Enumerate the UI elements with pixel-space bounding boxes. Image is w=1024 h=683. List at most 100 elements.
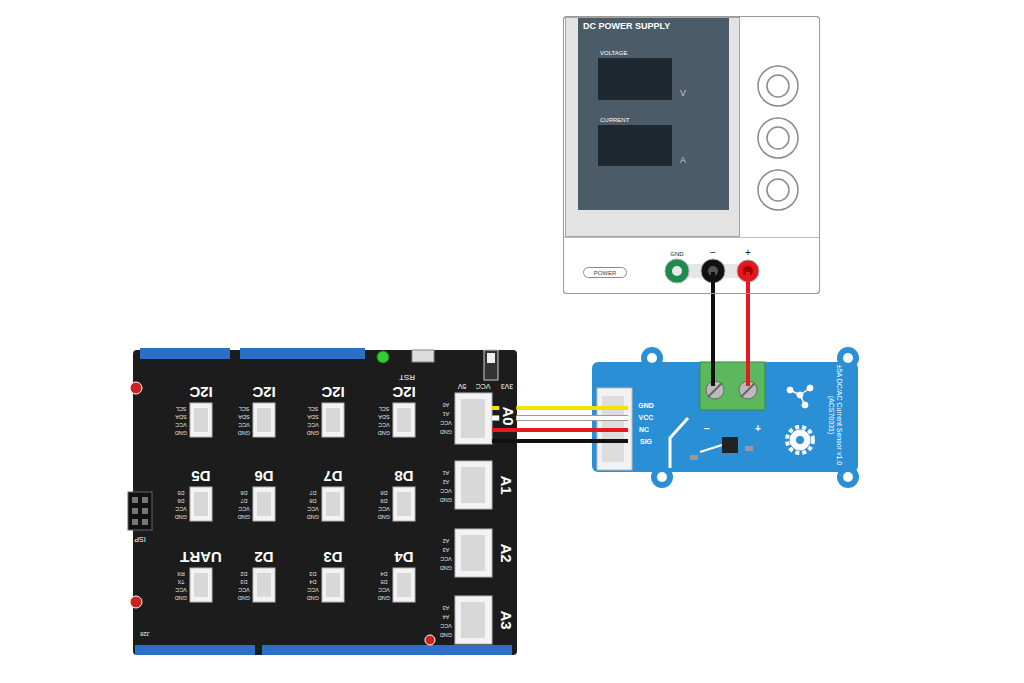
pin-name: VCC bbox=[307, 587, 319, 593]
grove-logo-part bbox=[797, 392, 803, 398]
pin-label: + bbox=[755, 423, 761, 434]
pin-name: VCC bbox=[440, 420, 452, 426]
pin-name: D2 bbox=[240, 571, 247, 577]
power-supply-part bbox=[564, 237, 819, 238]
pin-name: GND bbox=[238, 595, 250, 601]
pin-name: GND bbox=[175, 514, 187, 520]
power-supply-part bbox=[767, 127, 789, 149]
base-shield-part bbox=[425, 635, 435, 645]
pin-name: GND bbox=[378, 430, 390, 436]
voltage-display: VOLTAGEV bbox=[599, 49, 691, 103]
pin-name: SDA bbox=[238, 414, 249, 420]
power-supply bbox=[564, 17, 820, 295]
current-sensor-board-part bbox=[711, 346, 715, 386]
grove-connector-part bbox=[393, 403, 415, 437]
pin-name: VCC bbox=[378, 587, 390, 593]
base-shield bbox=[128, 348, 517, 655]
base-shield-part bbox=[142, 497, 148, 503]
pin-name: A2 bbox=[443, 479, 450, 485]
connector-slot-part bbox=[326, 573, 340, 597]
connector-slot-part bbox=[194, 573, 208, 597]
base-shield-part bbox=[128, 492, 152, 530]
pin-name: GND bbox=[378, 595, 390, 601]
base-shield-part bbox=[140, 348, 230, 359]
port-label: D2 bbox=[254, 549, 273, 566]
power-supply-part bbox=[758, 118, 798, 158]
grove-connector-part bbox=[322, 403, 344, 437]
pin-name: VCC bbox=[238, 506, 250, 512]
grove-connector bbox=[190, 393, 492, 644]
pin-name: VCC bbox=[378, 506, 390, 512]
node-title: ±5A DC/AC Current Sensor v1.0 (ACS70331) bbox=[827, 363, 842, 467]
pin-name: A0 bbox=[443, 402, 450, 408]
pin-name: GND bbox=[307, 430, 319, 436]
grove-connector-part bbox=[253, 403, 275, 437]
current-sensor: ±5A DC/AC Current Sensor v1.0 (ACS70331) bbox=[588, 346, 860, 490]
wire-core bbox=[711, 294, 715, 346]
pin-name: D3 bbox=[309, 571, 316, 577]
connector-slot bbox=[194, 399, 485, 638]
current-sensor-board-part bbox=[647, 353, 657, 363]
pin-name: A1 bbox=[443, 411, 450, 417]
pin-name: TX bbox=[177, 579, 184, 585]
base-shield-part bbox=[133, 350, 517, 655]
pin-name: A1 bbox=[443, 470, 450, 476]
pin-name: SDA bbox=[378, 414, 389, 420]
power-supply-part bbox=[598, 125, 672, 166]
current-sensor-board-part bbox=[670, 418, 688, 468]
port-label: D3 bbox=[323, 549, 342, 566]
port-label: I2C bbox=[252, 384, 275, 401]
connector-slot-part bbox=[461, 467, 485, 503]
connector-slot-part bbox=[194, 492, 208, 516]
wire bbox=[713, 294, 714, 346]
base-shield-part bbox=[142, 508, 148, 514]
pin-name: A4 bbox=[443, 614, 450, 620]
current-sensor-board-part bbox=[588, 439, 628, 443]
pin-name: GND bbox=[378, 514, 390, 520]
power-supply-part bbox=[672, 266, 682, 276]
pin-name: A2 bbox=[443, 538, 450, 544]
pin-name: GND bbox=[307, 595, 319, 601]
terminal-label: + bbox=[745, 247, 751, 258]
pin-label: NC bbox=[639, 426, 649, 434]
pin-name: SDA bbox=[307, 414, 318, 420]
port-label: 3V3 bbox=[501, 382, 513, 390]
base-shield-part bbox=[132, 497, 138, 503]
pin-name: D7 bbox=[309, 490, 316, 496]
base-shield-part bbox=[135, 645, 255, 655]
pin-label: VCC bbox=[639, 414, 654, 422]
pin-name: D6 bbox=[240, 490, 247, 496]
pin-label: SIG bbox=[640, 438, 652, 446]
current-display: CURRENTA bbox=[599, 116, 691, 170]
current-sensor-board-part bbox=[843, 353, 853, 363]
base-shield-part bbox=[487, 353, 495, 363]
pin-name: VCC bbox=[175, 422, 187, 428]
port-label: ISP bbox=[134, 535, 145, 543]
pin-label: − bbox=[704, 423, 710, 434]
pin-name: SCL bbox=[176, 406, 187, 412]
terminal-label: GND bbox=[670, 251, 683, 258]
grove-connector-part bbox=[455, 461, 492, 509]
node-title: CURRENT bbox=[600, 117, 629, 124]
port-label: A1 bbox=[498, 475, 515, 494]
pin-name: VCC bbox=[440, 623, 452, 629]
wire bbox=[748, 294, 749, 346]
pin-name: A3 bbox=[443, 605, 450, 611]
grove-logo-part bbox=[790, 430, 810, 450]
power-supply-part bbox=[746, 272, 750, 294]
pin-name: GND bbox=[175, 595, 187, 601]
connector-slot-part bbox=[326, 408, 340, 432]
grove-connector-part bbox=[322, 487, 344, 521]
base-shield-part bbox=[132, 508, 138, 514]
port-label: 5V bbox=[458, 382, 467, 390]
grove-connector-part bbox=[455, 596, 492, 644]
port-label: D8 bbox=[394, 468, 413, 485]
power-supply-part bbox=[598, 58, 672, 100]
grove-logo-part bbox=[807, 385, 813, 391]
connector-slot-part bbox=[397, 408, 411, 432]
node-title: VOLTAGE bbox=[600, 50, 627, 57]
base-shield-part bbox=[484, 350, 498, 380]
